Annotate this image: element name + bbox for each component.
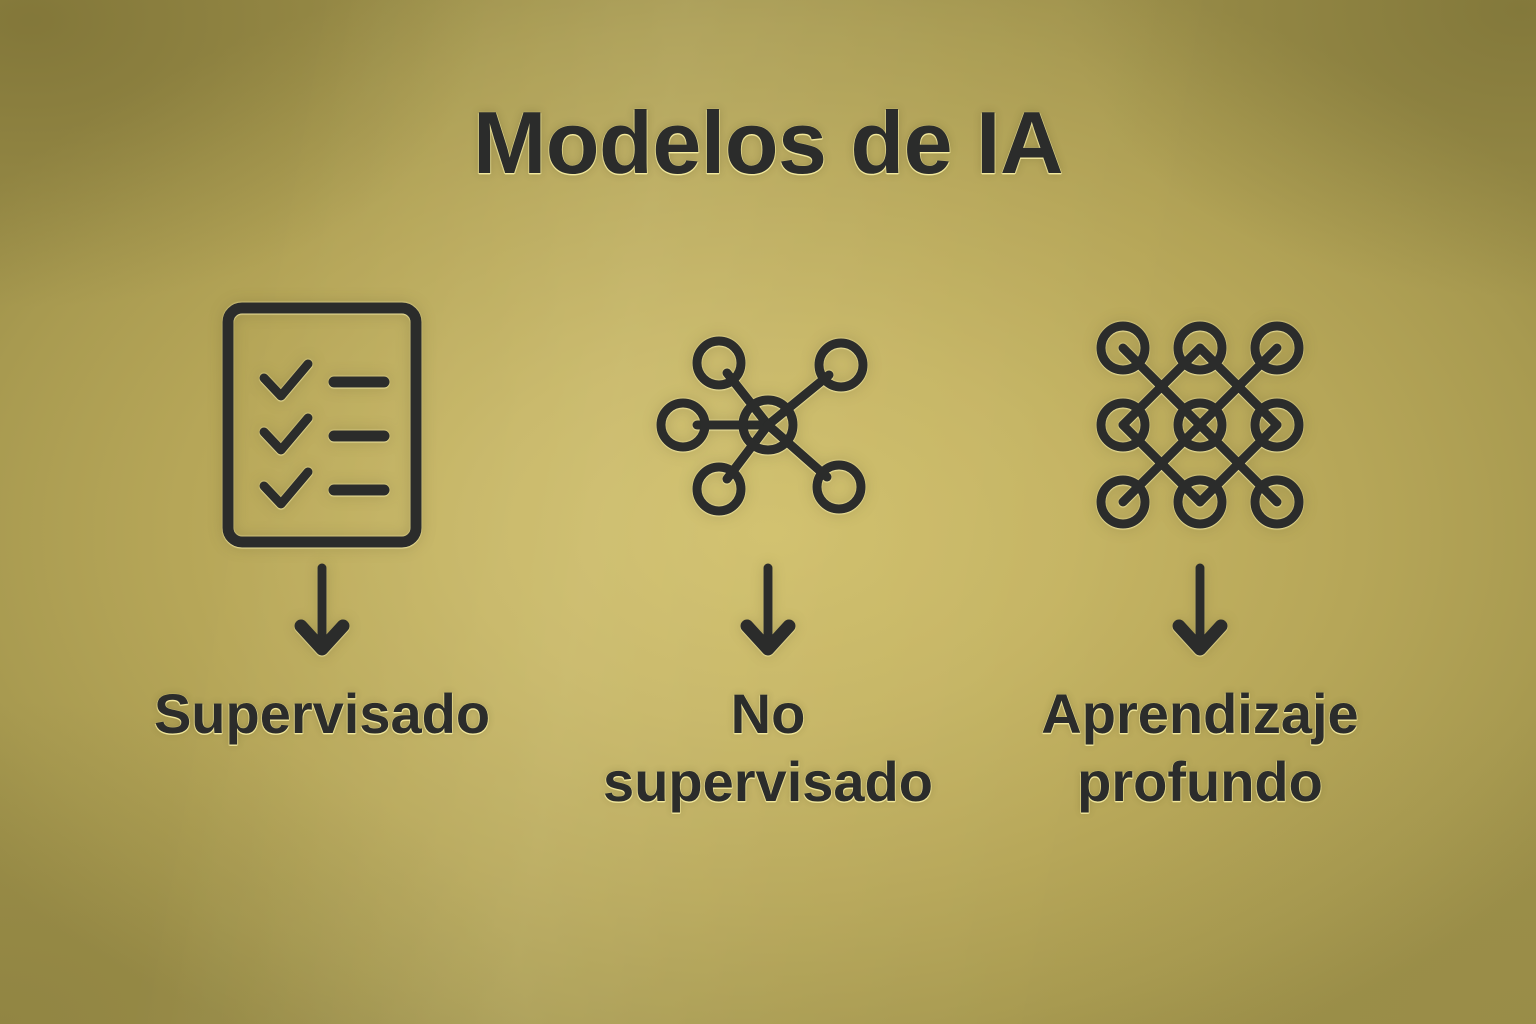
down-arrow-icon: [1170, 550, 1230, 670]
category-label-supervised: Supervisado: [153, 682, 491, 745]
neural-network-icon: [1093, 300, 1307, 550]
down-arrow-icon: [292, 550, 352, 670]
category-column-unsupervised: No supervisado: [558, 300, 978, 817]
category-label-deep-learning: Aprendizaje profundo: [1041, 682, 1359, 814]
category-label-unsupervised: No supervisado: [603, 682, 933, 814]
category-column-supervised: Supervisado: [112, 300, 532, 748]
checklist-icon: [222, 300, 422, 550]
down-arrow-icon: [738, 550, 798, 670]
category-column-deep-learning: Aprendizaje profundo: [990, 300, 1410, 817]
cluster-network-icon: [655, 300, 881, 550]
page-title: Modelos de IA: [473, 93, 1064, 192]
